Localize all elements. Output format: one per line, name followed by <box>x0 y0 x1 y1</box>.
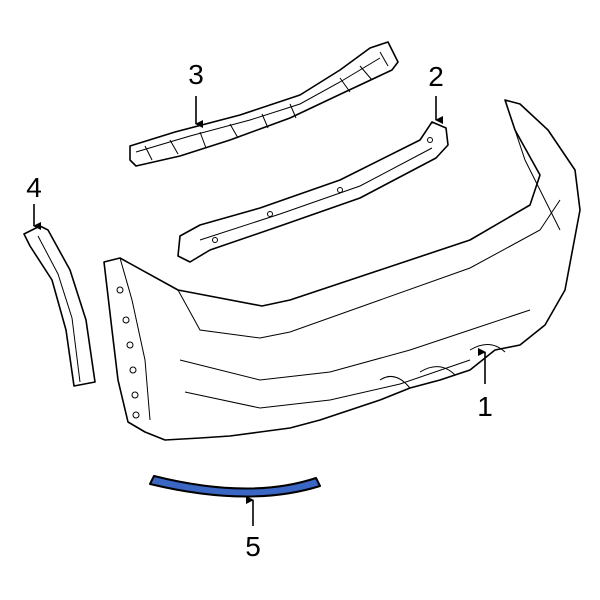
callout-3-label: 3 <box>188 59 204 90</box>
part-1-bumper-cover[interactable] <box>103 99 581 441</box>
callout-2-label: 2 <box>428 61 444 92</box>
part-2-reinforcement[interactable] <box>177 121 449 263</box>
callout-4-label: 4 <box>26 172 42 203</box>
part-3-energy-absorber[interactable] <box>129 41 399 167</box>
part-4-molding[interactable] <box>23 225 96 387</box>
callout-1-label: 1 <box>477 391 493 422</box>
part-5-highlighted-strip[interactable] <box>149 475 321 498</box>
callout-5-label: 5 <box>245 531 261 562</box>
